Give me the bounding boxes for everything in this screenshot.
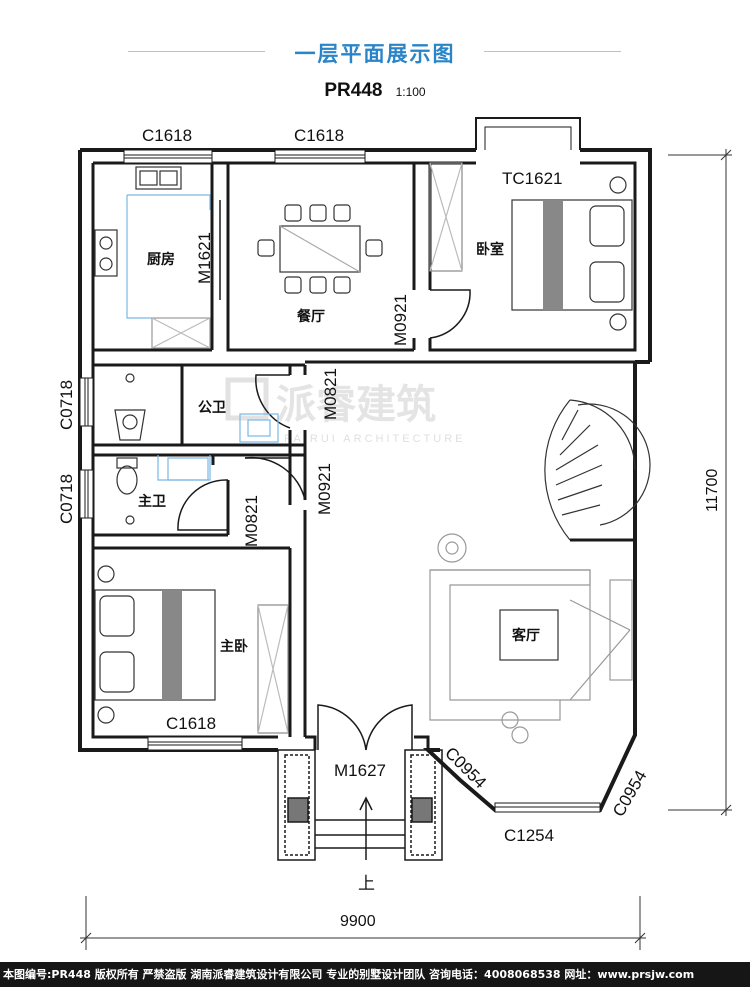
label-m1621: M1621: [195, 232, 214, 284]
label-m0821-public: M0821: [321, 368, 340, 420]
watermark: 派睿建筑 PAIRUI ARCHITECTURE: [225, 377, 465, 445]
room-label-kitchen: 厨房: [147, 251, 175, 268]
bedroom-fixtures: [429, 162, 633, 331]
living-furniture: [429, 533, 633, 744]
windows: [79, 117, 601, 813]
dimension-height: [668, 149, 732, 816]
dimension-width: [80, 896, 646, 950]
footer-bar: 本图编号:PR448 版权所有 严禁盗版 湖南派睿建筑设计有限公司 专业的别墅设…: [0, 962, 750, 987]
watermark-cn: 派睿建筑: [276, 382, 436, 428]
label-c1618-top-mid: C1618: [294, 126, 344, 145]
dining-table: [257, 204, 383, 294]
room-label-bedroom: 卧室: [476, 241, 504, 258]
dimension-height-label: 11700: [704, 469, 721, 512]
room-label-master-bedroom: 主卧: [220, 638, 248, 655]
doors: [177, 200, 471, 751]
page-title: 一层平面展示图: [294, 42, 456, 66]
label-m0921-center: M0921: [315, 463, 334, 515]
plan-code: PR448: [324, 80, 383, 101]
label-m1627: M1627: [334, 761, 386, 780]
kitchen-fixtures: [94, 166, 211, 349]
master-bedroom-fixtures: [94, 565, 289, 734]
watermark-en: PAIRUI ARCHITECTURE: [284, 433, 465, 445]
label-c0718-lower: C0718: [57, 474, 76, 524]
label-m0921-bedroom: M0921: [391, 294, 410, 346]
label-stair-up: 上: [358, 874, 375, 893]
stair: [544, 399, 651, 541]
public-bath-fixtures: [114, 373, 279, 443]
label-c1618-top-left: C1618: [142, 126, 192, 145]
room-label-master-bath: 主卫: [138, 493, 166, 510]
label-c1618-master: C1618: [166, 714, 216, 733]
room-label-living: 客厅: [511, 627, 540, 644]
floor-plan: 派睿建筑 PAIRUI ARCHITECTURE: [57, 117, 732, 950]
footer-text: 本图编号:PR448 版权所有 严禁盗版 湖南派睿建筑设计有限公司 专业的别墅设…: [3, 968, 695, 981]
entrance-porch: [277, 749, 443, 861]
room-label-dining: 餐厅: [296, 308, 325, 325]
label-c0718-upper: C0718: [57, 380, 76, 430]
inner-walls: [91, 161, 637, 750]
dimension-width-label: 9900: [340, 913, 376, 930]
room-label-public-bath: 公卫: [198, 400, 226, 416]
label-m0821-master: M0821: [242, 495, 261, 547]
title-line-right: [484, 51, 621, 52]
plan-scale: 1:100: [395, 85, 426, 99]
room-labels: 厨房 餐厅 卧室 公卫 主卫 主卧 客厅: [138, 241, 540, 655]
label-tc1621: TC1621: [502, 169, 562, 188]
title-line-left: [128, 51, 265, 52]
plan-subtitle: PR448 1:100: [0, 80, 750, 102]
title-bar: 一层平面展示图: [0, 38, 750, 68]
master-bath-fixtures: [116, 455, 211, 525]
label-c1254: C1254: [504, 826, 554, 845]
